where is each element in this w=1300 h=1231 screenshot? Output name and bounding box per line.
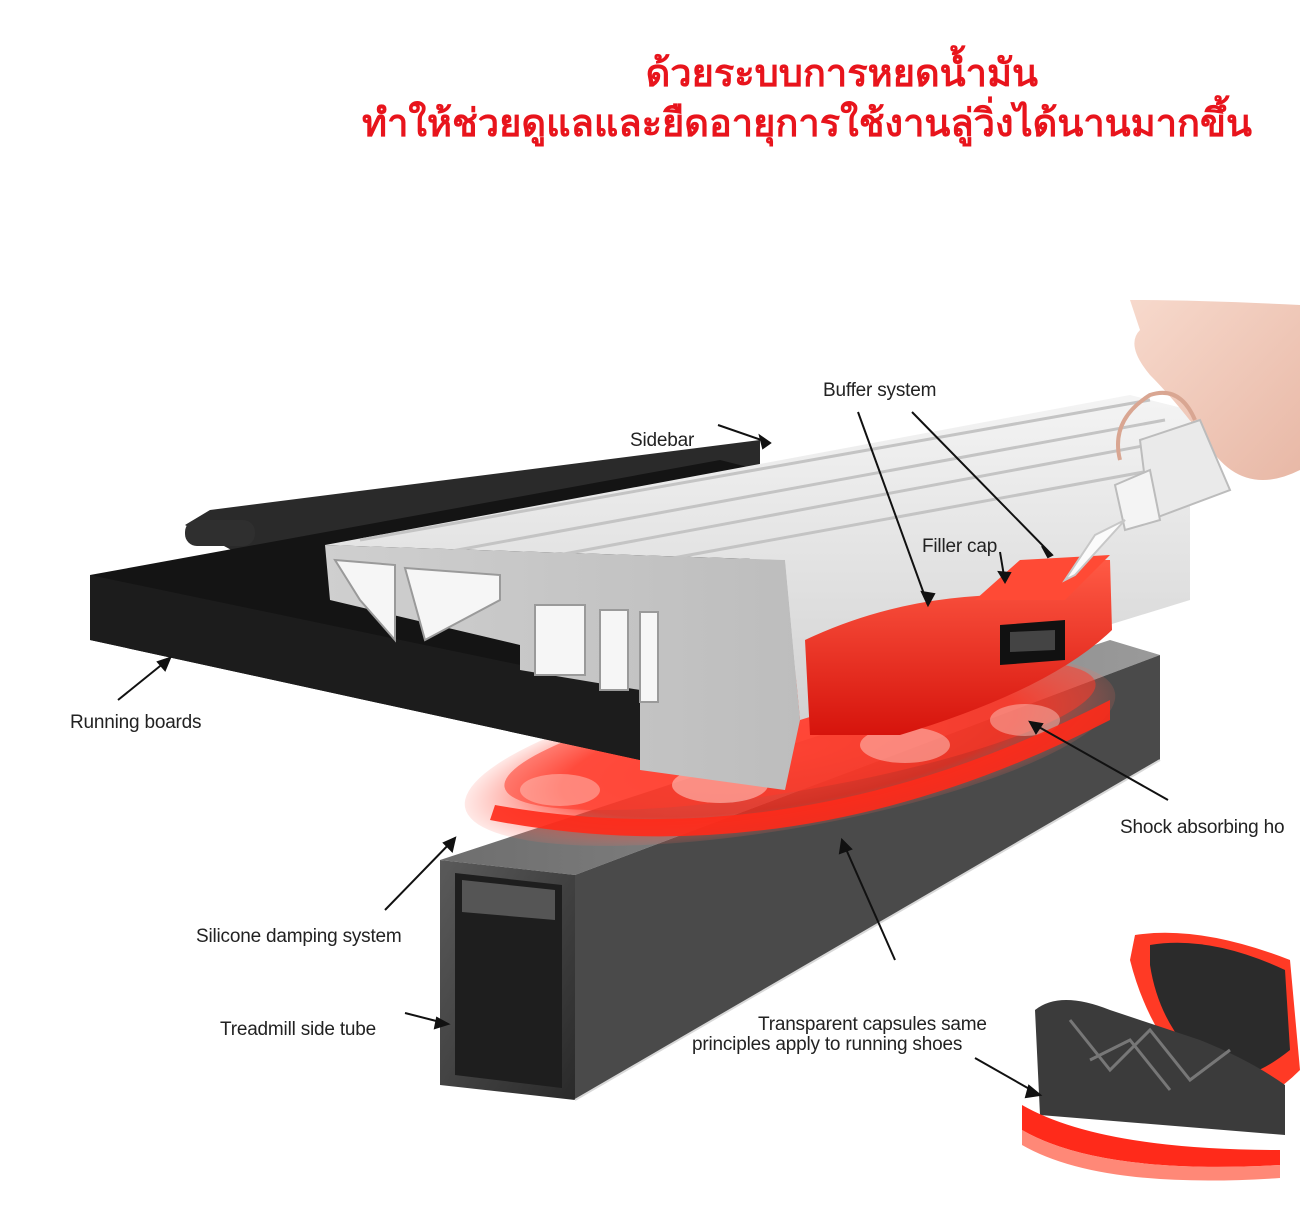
- label-capsules-line-1: Transparent capsules same: [758, 1014, 987, 1035]
- label-filler-cap: Filler cap: [922, 536, 998, 557]
- running-shoe: [1022, 932, 1300, 1181]
- oil-bottle-and-hand: [1062, 300, 1300, 583]
- label-buffer-system: Buffer system: [823, 380, 937, 401]
- label-sidebar: Sidebar: [630, 430, 695, 451]
- label-running-boards: Running boards: [70, 712, 202, 733]
- leader-lines: [117, 411, 1169, 1099]
- label-capsules-line-2: principles apply to running shoes: [692, 1034, 963, 1055]
- label-shock-absorbing: Shock absorbing ho: [1120, 817, 1285, 838]
- headline-line-1: ด้วยระบบการหยดน้ำมัน: [645, 51, 1038, 95]
- label-side-tube: Treadmill side tube: [220, 1019, 377, 1040]
- label-silicone-damping: Silicone damping system: [196, 926, 402, 947]
- headline-line-2: ทำให้ช่วยดูแลและยืดอายุการใช้งานลู่วิ่งไ…: [362, 101, 1252, 145]
